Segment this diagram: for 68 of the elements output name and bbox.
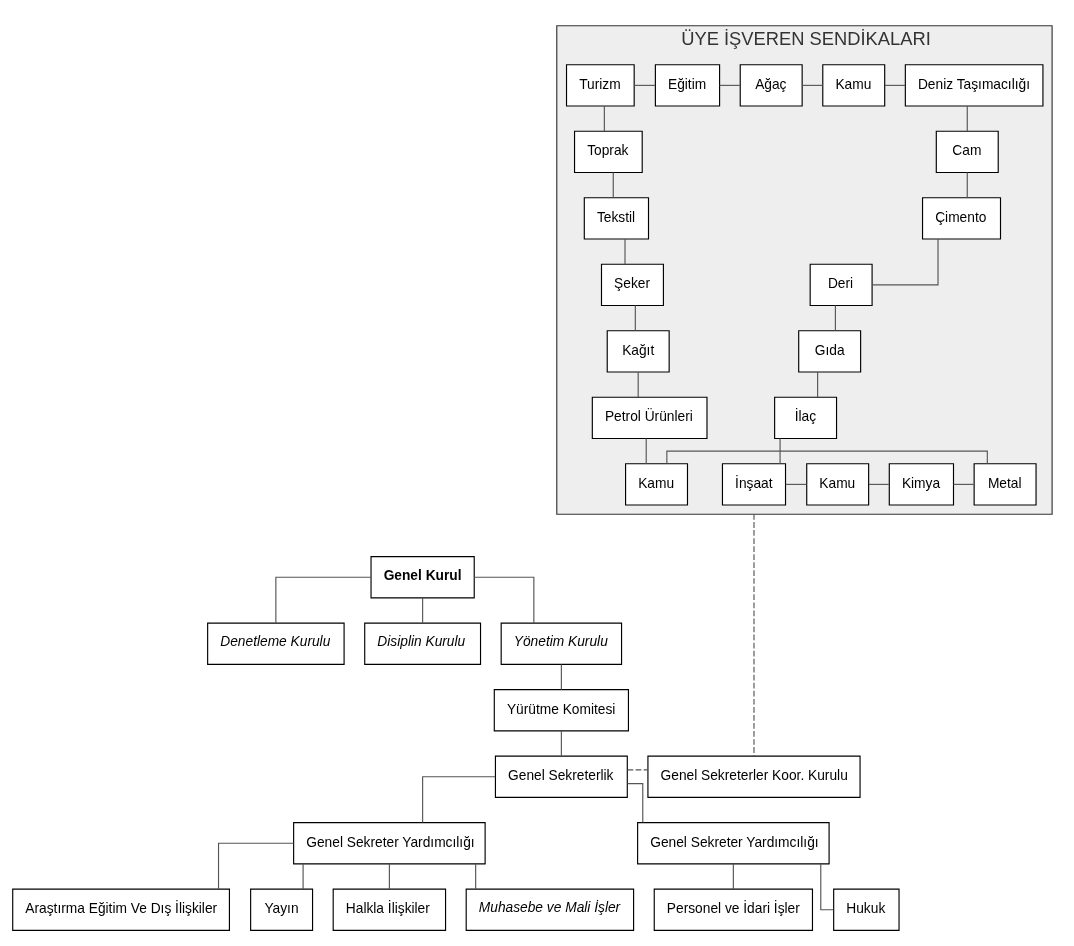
node-box: Metal <box>973 462 1037 506</box>
node-box: Kamu <box>806 462 870 506</box>
node-box: Halkla İlişkiler <box>332 888 447 931</box>
connector <box>217 842 295 890</box>
node-box: Toprak <box>573 130 643 173</box>
node-box: Disiplin Kurulu <box>364 622 482 665</box>
connector <box>952 483 975 485</box>
node-box: Hukuk <box>833 888 900 931</box>
node-box: Cam <box>935 130 999 173</box>
connector <box>626 782 644 823</box>
node-box: Şeker <box>600 263 664 306</box>
node-box: Eğitim <box>654 63 721 107</box>
connector <box>275 576 372 624</box>
connector <box>801 84 824 86</box>
connector <box>719 84 741 86</box>
connector <box>560 663 562 690</box>
node-box: Araştırma Eğitim Ve Dış İlişkiler <box>12 888 230 931</box>
connector <box>302 862 304 889</box>
node-box: Gıda <box>798 329 862 373</box>
node-box: Personel ve İdari İşler <box>653 888 814 931</box>
connector <box>966 171 968 198</box>
node-box: Deri <box>809 263 873 306</box>
node-box: Genel Kurul <box>370 555 475 598</box>
connector <box>634 304 636 331</box>
node-box: Kağıt <box>606 329 670 373</box>
node-box: Kimya <box>888 462 955 506</box>
node-box: Tekstil <box>583 196 650 240</box>
node-box: Kamu <box>822 63 886 107</box>
connector <box>560 729 562 756</box>
connector <box>627 768 649 770</box>
node-box: Genel Sekreterlik <box>494 755 628 798</box>
connector <box>422 596 424 623</box>
node-box: Muhasebe ve Mali İşler <box>465 888 635 931</box>
connector <box>637 371 639 398</box>
connector <box>612 171 614 198</box>
node-box: Deniz Taşımacılığı <box>904 63 1044 107</box>
connector <box>966 104 968 132</box>
connector <box>834 304 836 331</box>
connector <box>868 483 890 485</box>
connector <box>871 238 939 285</box>
node-box: Genel Sekreterler Koor. Kurulu <box>647 755 861 798</box>
connector <box>633 84 656 86</box>
node-box: Genel Sekreter Yardımcılığı <box>293 821 486 864</box>
connector <box>817 371 819 398</box>
node-box: Genel Sekreter Yardımcılığı <box>637 821 830 864</box>
node-box: Kamu <box>625 462 689 506</box>
node-box: Yürütme Komitesi <box>493 688 629 731</box>
connector <box>753 513 755 756</box>
node-box: Denetleme Kurulu <box>207 622 345 665</box>
node-box: Petrol Ürünleri <box>591 396 708 439</box>
node-box: Yayın <box>250 888 314 931</box>
connector <box>779 437 781 464</box>
node-box: Turizm <box>565 63 635 107</box>
connector <box>732 862 734 889</box>
connector <box>624 238 626 265</box>
node-box: Yönetim Kurulu <box>500 622 623 665</box>
connector <box>422 775 496 823</box>
connector <box>475 862 477 889</box>
connector <box>473 576 535 624</box>
node-box: İnşaat <box>721 462 787 506</box>
connector <box>388 862 390 889</box>
node-box: Ağaç <box>739 63 803 107</box>
connector <box>645 437 647 464</box>
node-box: İlaç <box>774 396 838 439</box>
node-box: Çimento <box>921 196 1002 240</box>
connector <box>785 483 808 485</box>
connector <box>603 104 605 132</box>
connector <box>884 84 906 86</box>
